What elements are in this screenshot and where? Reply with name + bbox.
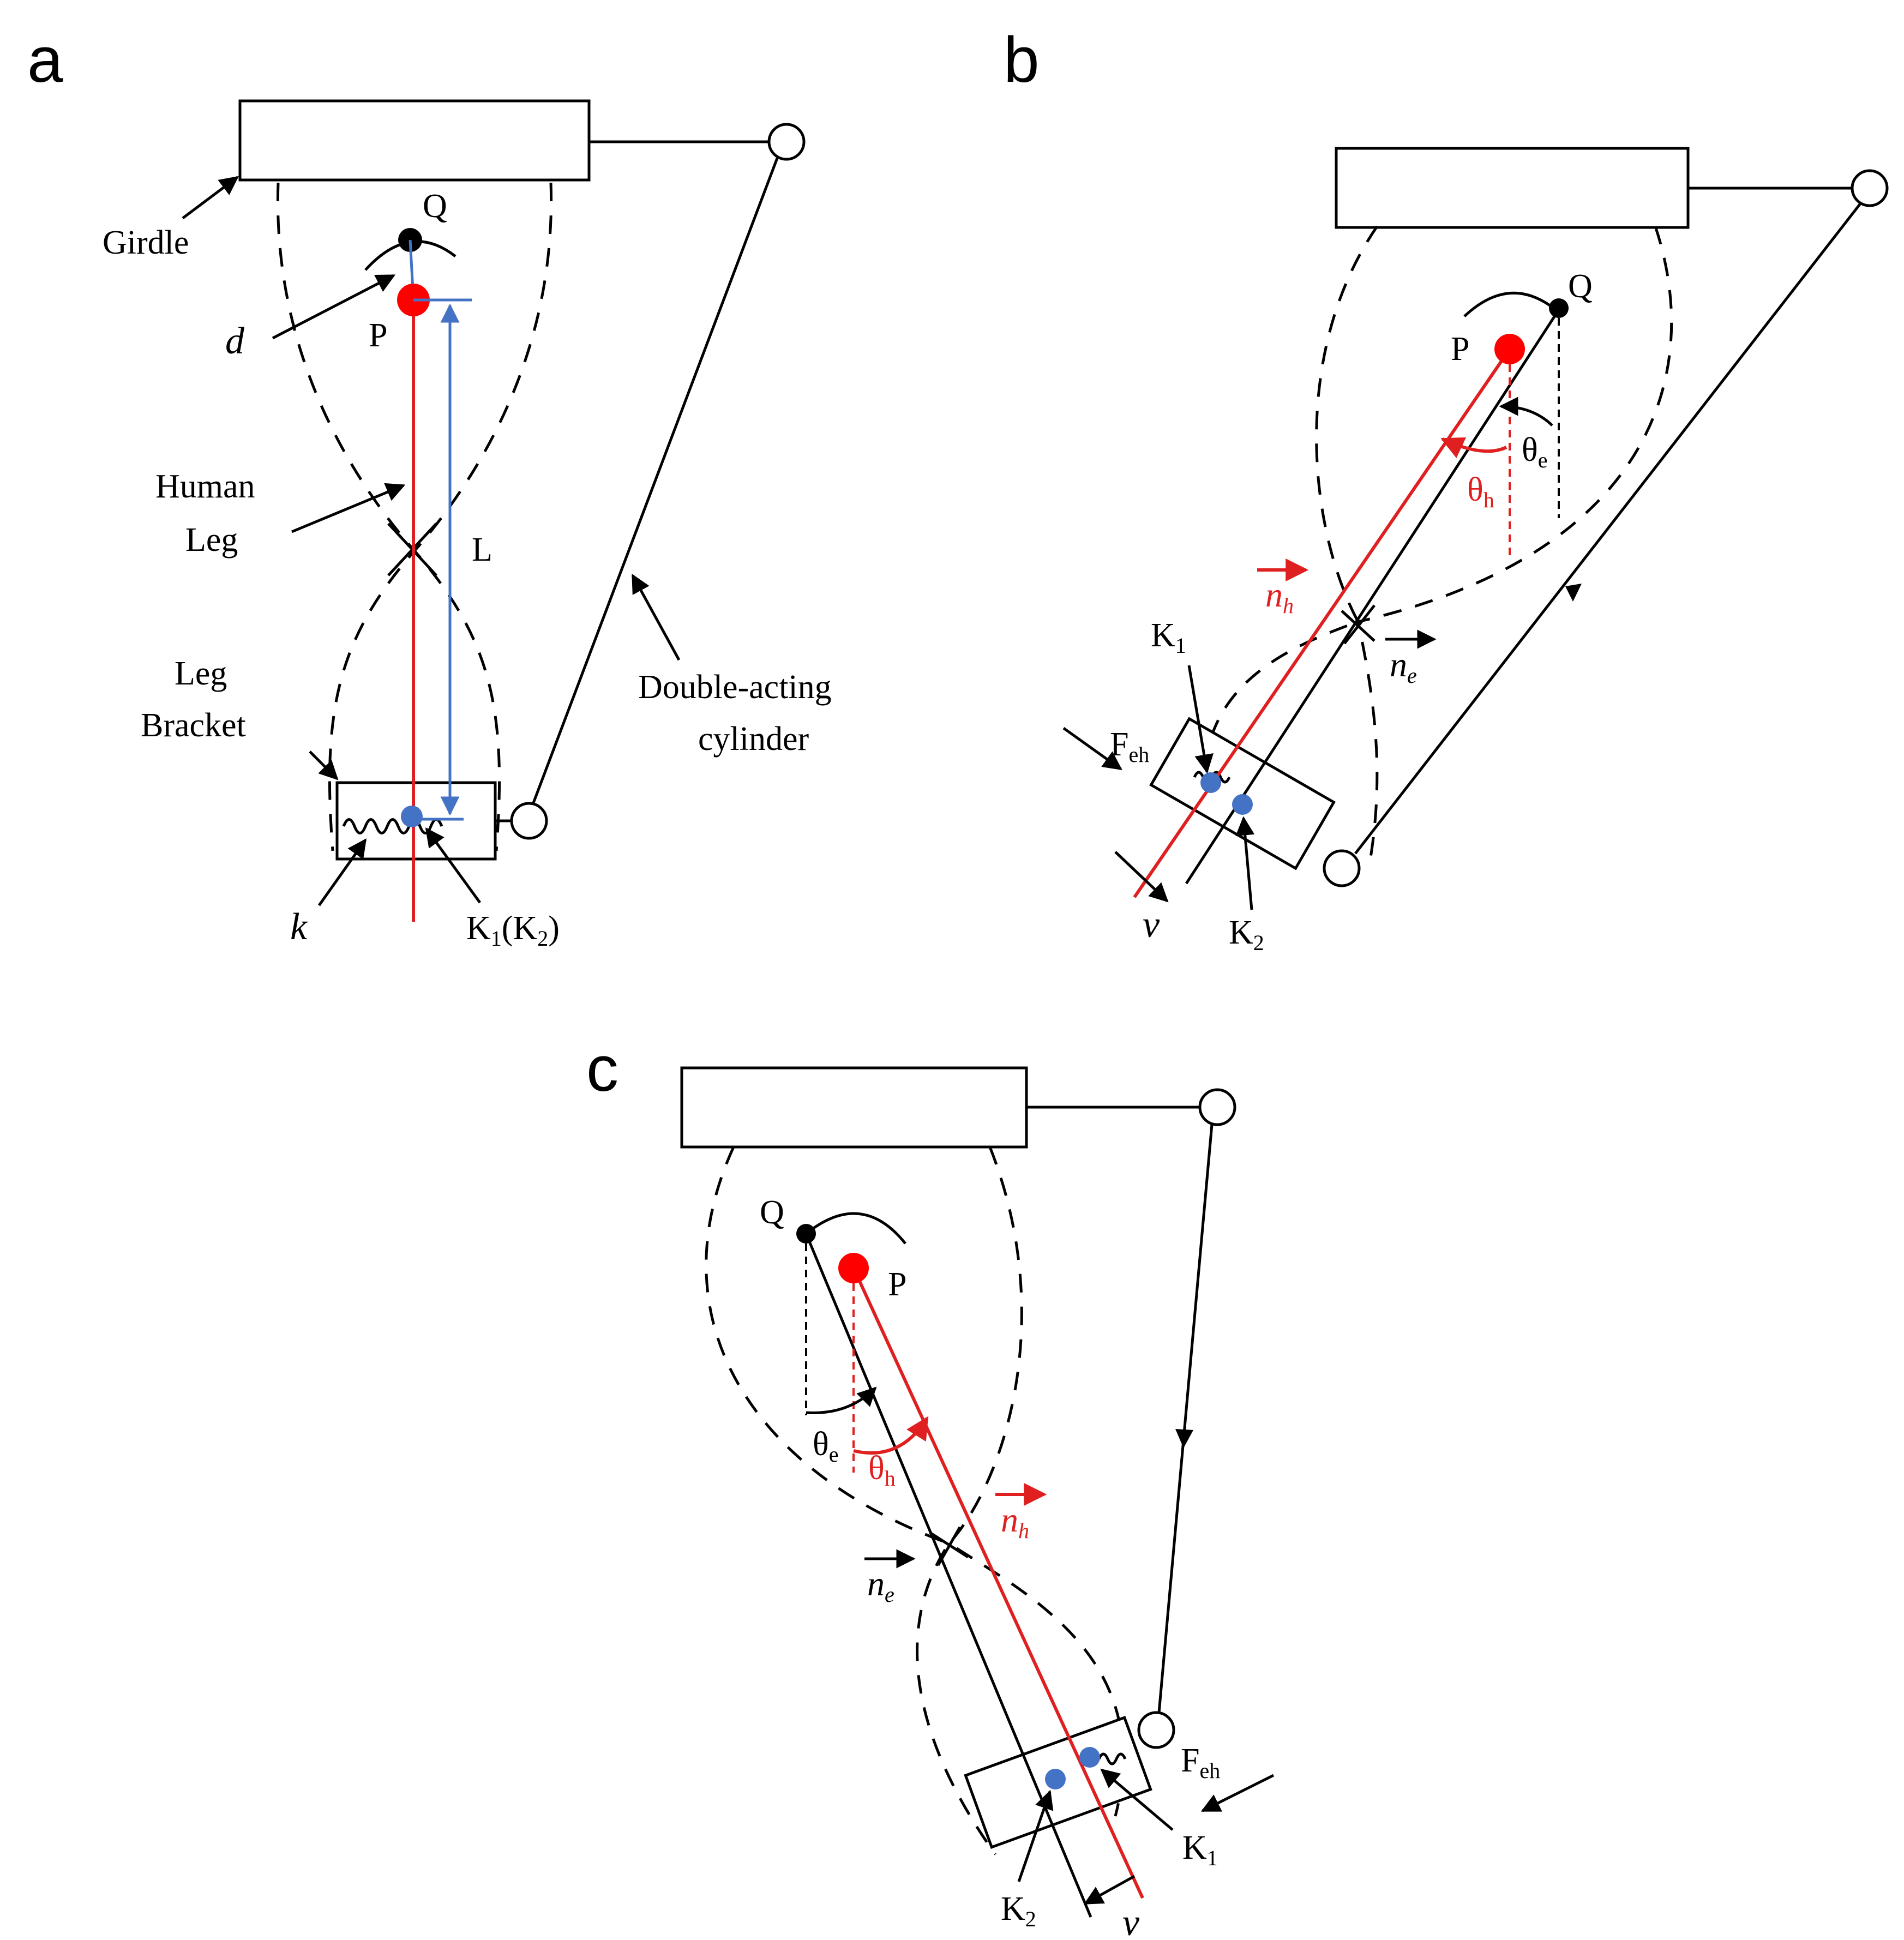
lower-hinge (510, 802, 548, 840)
k1k2-arrow (425, 827, 482, 904)
cylinder-rod-c (1157, 1124, 1214, 1713)
envelope-left-b (1204, 225, 1379, 764)
svg-text:ne: ne (1390, 645, 1417, 688)
label-p-b: P (1451, 331, 1469, 368)
envelope-left (276, 182, 417, 851)
exo-axis-b (1185, 307, 1561, 885)
point-p-b (1494, 334, 1525, 364)
label-k1-c: K1 (1182, 1829, 1218, 1870)
girdle-arrow (182, 176, 239, 219)
human-axis-c (852, 1267, 1144, 1899)
label-cylinder-2: cylinder (698, 720, 809, 758)
k2-arrow-b (1235, 816, 1255, 910)
label-p-c: P (888, 1266, 906, 1303)
theta-h-arc-c (853, 1416, 929, 1455)
upper-hinge-c (1198, 1088, 1236, 1126)
label-q-c: Q (760, 1194, 784, 1231)
label-k2-b: K2 (1229, 914, 1264, 955)
label-p: P (369, 317, 387, 354)
cylinder-arrow (631, 573, 681, 661)
upper-hinge-b (1851, 169, 1889, 207)
spring-c (1097, 1752, 1127, 1765)
label-f-eh-c: Feh (1181, 1742, 1220, 1783)
envelope-left-c (705, 1146, 997, 1855)
label-theta-h-b: θh (1467, 471, 1494, 512)
k-arrow (317, 838, 367, 906)
lower-hinge-b (1323, 849, 1361, 887)
label-human-leg-1: Human (155, 468, 255, 505)
label-girdle: Girdle (103, 224, 189, 261)
cylinder-direction-b (1565, 584, 1582, 602)
girdle-box-c (680, 1066, 1028, 1149)
girdle-box-b (1335, 147, 1690, 229)
rotation-arc-c (805, 1212, 906, 1245)
exo-axis-c (804, 1233, 1092, 1918)
label-leg-bracket-2: Bracket (141, 707, 246, 744)
joint-k1-b (1200, 772, 1221, 793)
svg-text:nh: nh (1001, 1500, 1029, 1543)
cylinder-direction-c (1175, 1429, 1193, 1448)
envelope-right (412, 182, 553, 851)
leg-bracket-arrow (309, 750, 339, 780)
k1-arrow-c (1100, 1768, 1174, 1831)
point-q-c (796, 1224, 816, 1244)
label-length: L (472, 531, 492, 568)
cylinder-rod-b (1354, 202, 1862, 855)
f-eh-arrow-b (1062, 726, 1122, 771)
d-arrow (272, 274, 396, 340)
label-v-b: v (1143, 904, 1160, 946)
girdle-box (238, 99, 591, 182)
svg-text:nh: nh (1265, 575, 1294, 618)
lower-hinge-c (1137, 1711, 1175, 1749)
label-f-eh-b: Feh (1110, 726, 1149, 767)
human-leg-arrow (291, 483, 406, 533)
label-n-e-b: ne (1385, 629, 1437, 688)
theta-h-arc-b (1440, 437, 1507, 459)
theta-e-arc-c (806, 1386, 877, 1414)
envelope-right-c (947, 1146, 1125, 1817)
label-k1-b: K1 (1151, 617, 1186, 658)
panel-a-letter: a (27, 24, 63, 96)
panel-a: a Q P d Girdle (27, 24, 832, 951)
f-eh-arrow-c (1200, 1774, 1275, 1812)
svg-text:ne: ne (867, 1564, 894, 1607)
label-theta-e-c: θe (813, 1426, 838, 1467)
panel-c-letter: c (586, 1033, 618, 1105)
joint-k2-b (1232, 794, 1253, 815)
cross-mark-b2 (1343, 604, 1376, 645)
label-k1k2: K1(K2) (466, 910, 560, 951)
joint-k2-c (1045, 1769, 1066, 1789)
rotation-arc-b (1463, 291, 1558, 317)
panel-b-letter: b (1004, 24, 1040, 96)
v-arrow-b (1114, 851, 1169, 903)
cylinder-rod (530, 158, 779, 808)
k1-arrow-b (1187, 665, 1214, 774)
label-cylinder-1: Double-acting (638, 669, 832, 706)
label-q: Q (423, 188, 447, 225)
label-theta-h-c: θh (868, 1450, 896, 1491)
point-q-b (1549, 298, 1569, 318)
panel-b: b Q P θe θh (1004, 24, 1889, 955)
upper-hinge (767, 123, 806, 161)
point-p-c (838, 1253, 869, 1283)
theta-e-arc-b (1499, 397, 1553, 427)
label-n-h-b: nh (1257, 558, 1309, 618)
label-leg-bracket-1: Leg (175, 655, 227, 692)
label-k2-c: K2 (1001, 1890, 1036, 1931)
label-k: k (290, 906, 308, 948)
v-arrow-c (1083, 1875, 1136, 1905)
label-n-e-c: ne (864, 1549, 916, 1607)
panel-c: c Q P θe θh nh (586, 1033, 1275, 1940)
label-v-c: v (1122, 1902, 1140, 1940)
k2-arrow-c (1017, 1789, 1054, 1882)
joint-k1k2 (401, 806, 423, 827)
joint-k1-c (1079, 1747, 1100, 1768)
label-theta-e-b: θe (1522, 431, 1547, 472)
label-human-leg-2: Leg (185, 521, 238, 558)
label-n-h-c: nh (995, 1483, 1047, 1543)
label-q-b: Q (1568, 268, 1593, 305)
label-d: d (225, 320, 245, 362)
